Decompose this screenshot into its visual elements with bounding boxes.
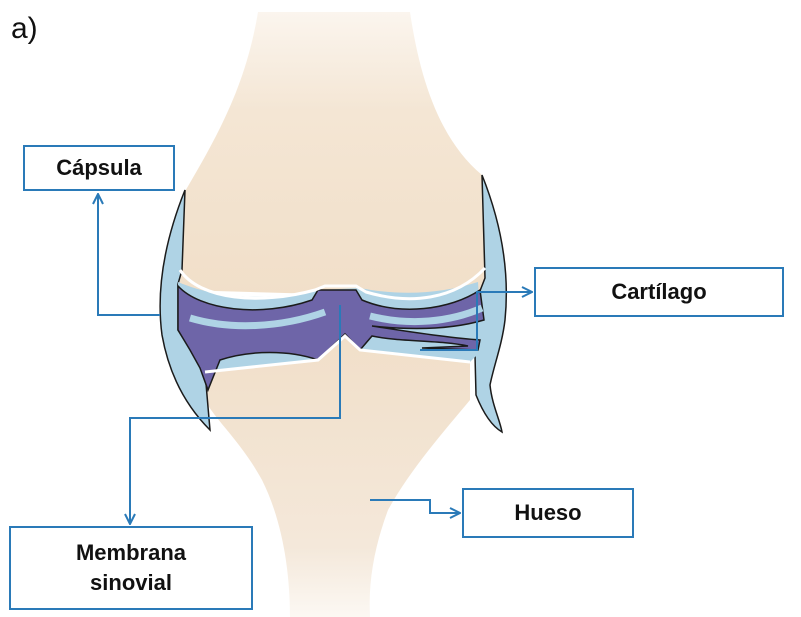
femur-bone	[180, 12, 485, 296]
label-capsula-text: Cápsula	[56, 153, 142, 183]
label-membrana-line2: sinovial	[76, 568, 186, 598]
label-cartilago-text: Cartílago	[611, 277, 706, 307]
label-hueso-text: Hueso	[514, 498, 581, 528]
label-capsula: Cápsula	[23, 145, 175, 191]
label-membrana-sinovial: Membrana sinovial	[9, 526, 253, 610]
label-hueso: Hueso	[462, 488, 634, 538]
arrow-capsula	[98, 194, 160, 315]
panel-label: a)	[11, 14, 38, 44]
label-cartilago: Cartílago	[534, 267, 784, 317]
label-membrana-line1: Membrana	[76, 538, 186, 568]
